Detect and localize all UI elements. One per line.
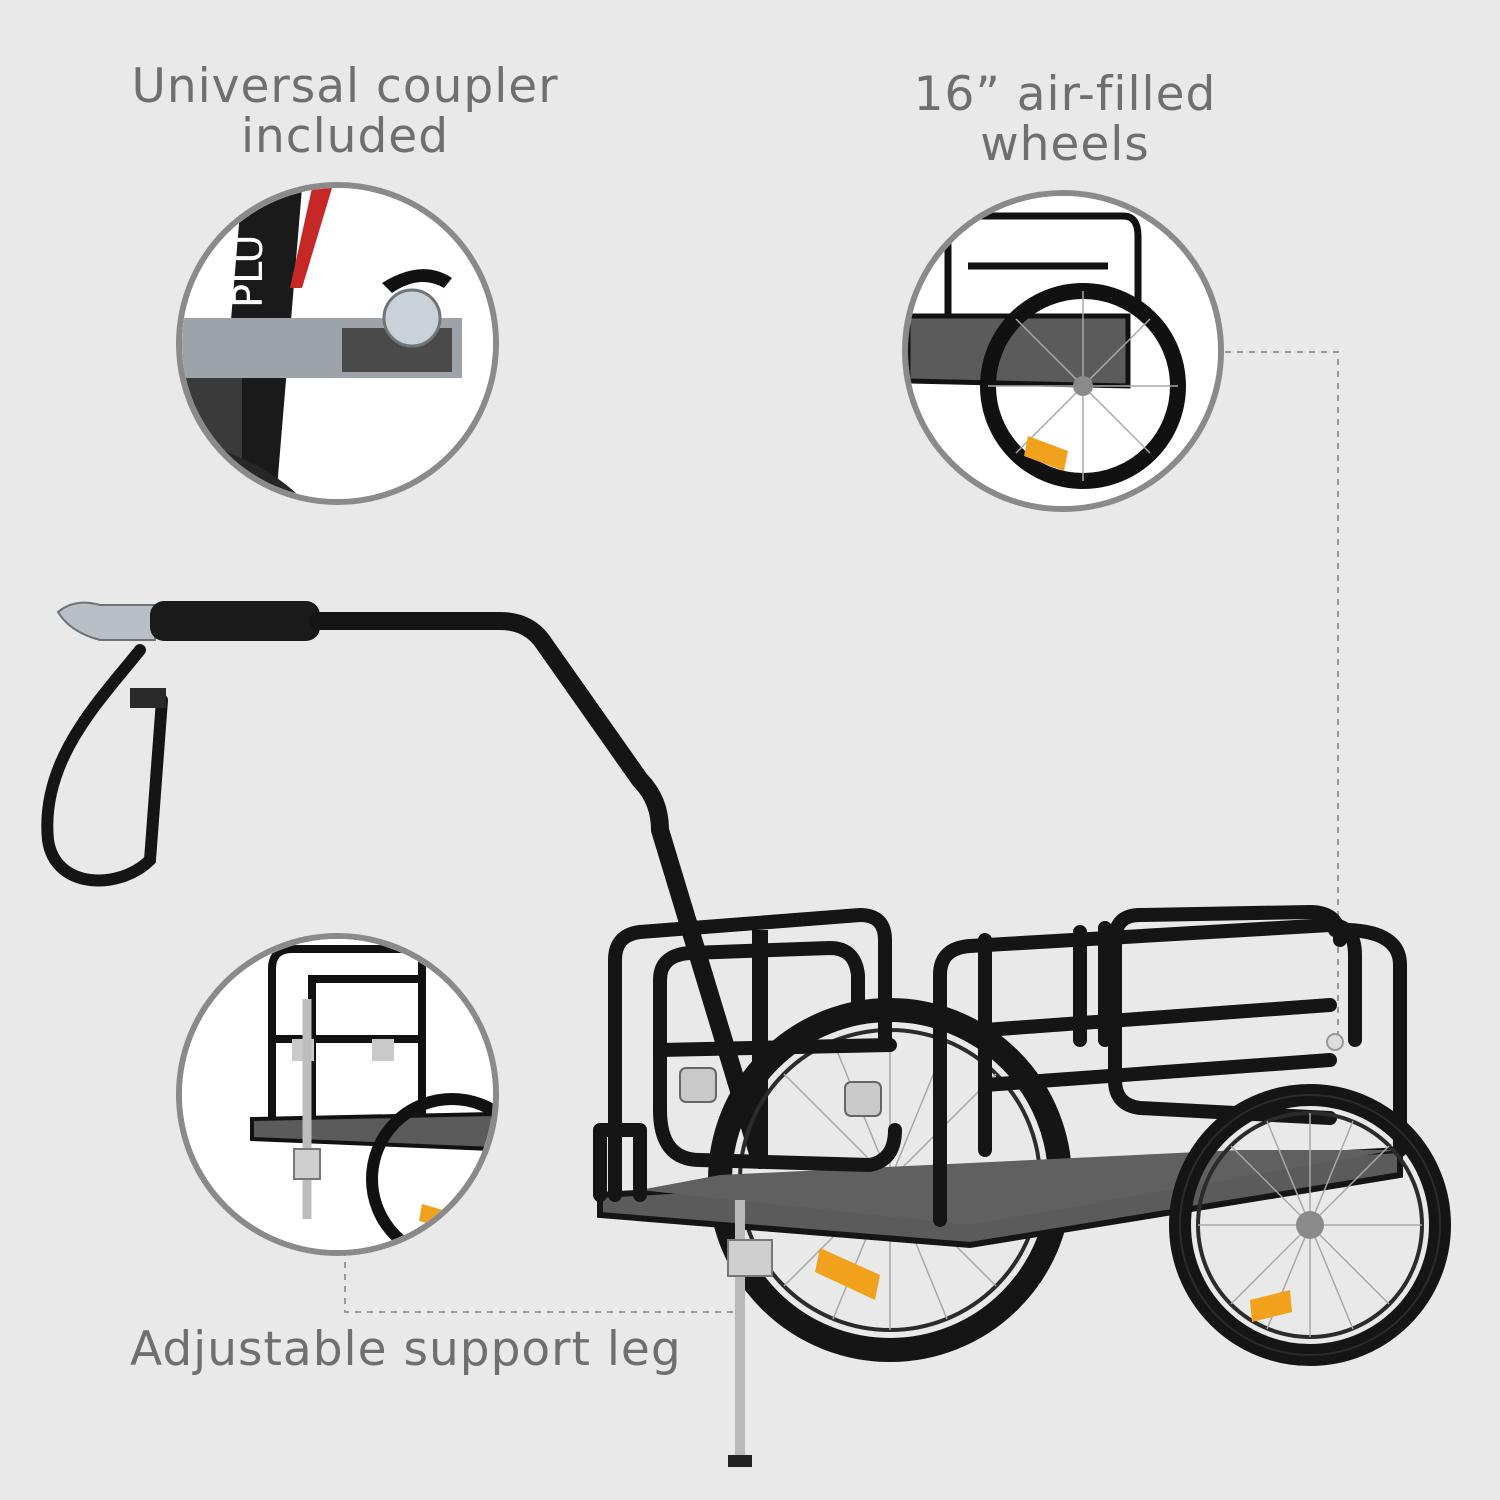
coupler-label: Universal coupler included xyxy=(95,62,595,162)
support-leg-label: Adjustable support leg xyxy=(130,1322,682,1377)
wheels-label: 16” air-filled wheels xyxy=(840,70,1290,170)
wheels-label-line-2: wheels xyxy=(980,117,1150,172)
wheels-callout xyxy=(902,190,1224,512)
support-leg-detail xyxy=(182,939,493,1250)
svg-text:PLU: PLU xyxy=(226,234,272,308)
support-leg-callout xyxy=(176,933,499,1256)
coupler-label-line-2: included xyxy=(240,109,450,164)
wheel-detail xyxy=(908,196,1218,506)
coupler-detail: PLU xyxy=(182,188,493,499)
coupler-callout: PLU xyxy=(176,182,499,505)
coupler-label-line-1: Universal coupler xyxy=(131,59,559,114)
wheels-label-line-1: 16” air-filled xyxy=(913,67,1217,122)
